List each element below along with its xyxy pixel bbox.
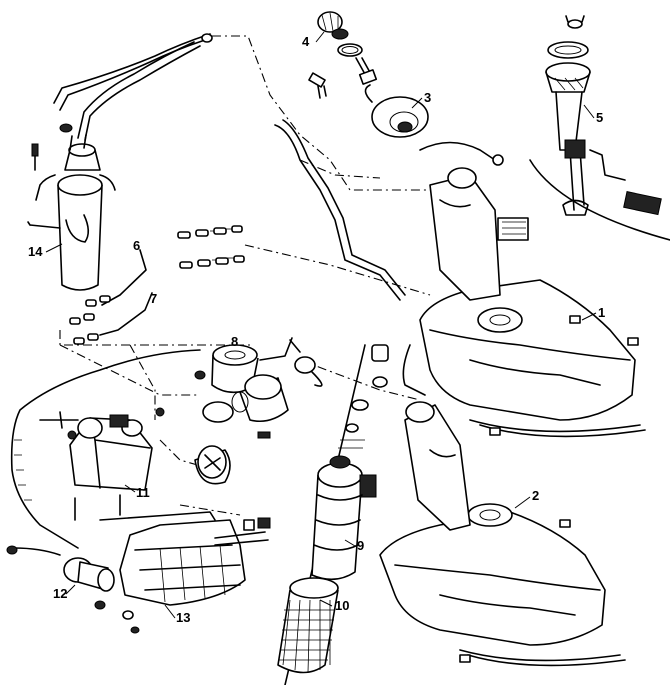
callout-7: 7 [150,291,157,306]
callout-12: 12 [53,586,67,601]
pump-assembly [194,339,323,485]
fuel-pipes [69,225,245,345]
filler-neck-tube-lower [404,401,471,531]
callout-6: 6 [133,238,140,253]
divider-arc-right [529,159,670,241]
callout-10: 10 [335,598,349,613]
in-tank-pump [277,344,389,674]
fuel-distributor [39,407,165,521]
vent-connector [308,72,327,99]
fuel-tank-upper [402,279,646,438]
callout-5: 5 [596,110,603,125]
callout-leaders [45,31,597,619]
pressure-regulator [6,545,140,634]
callout-labels: 1 2 3 4 5 6 7 8 9 10 11 12 13 14 [28,34,605,625]
callout-3: 3 [424,90,431,105]
callout-14: 14 [28,244,43,259]
callout-1: 1 [598,305,605,320]
callout-4: 4 [302,34,310,49]
filler-cap-parts [317,11,378,85]
callout-11: 11 [136,485,150,500]
vent-hoses [53,33,213,141]
callout-8: 8 [231,334,238,349]
fuel-tank-lower [379,503,626,667]
callout-2: 2 [532,488,539,503]
mount-bracket [99,511,271,606]
carbon-canister [27,123,116,291]
braided-hose [10,349,201,549]
fuel-sender-unit [545,15,662,216]
callout-9: 9 [357,538,364,553]
callout-13: 13 [176,610,190,625]
filler-neck-tube-upper [274,119,529,301]
filler-neck-housing [364,84,429,138]
